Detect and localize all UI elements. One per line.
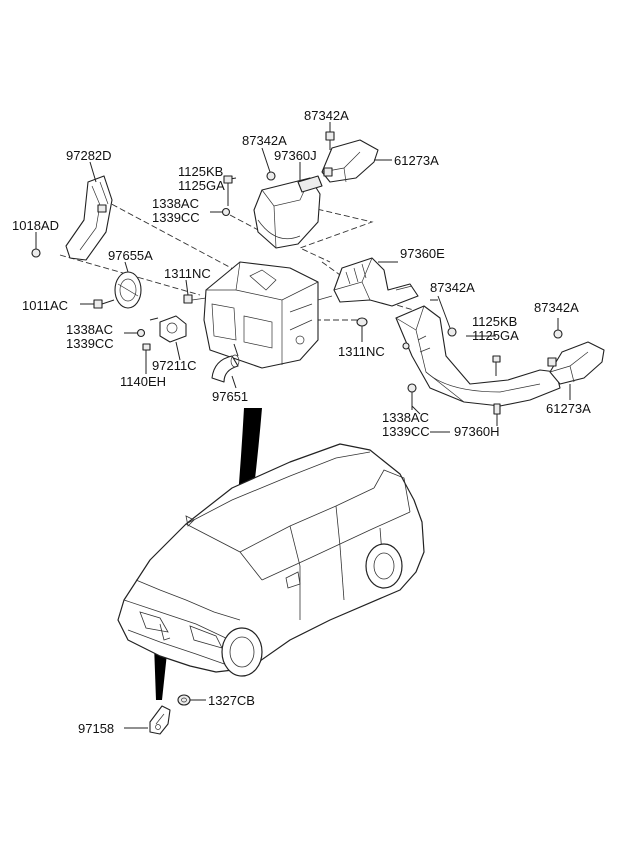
label-1311NC-a: 1311NC <box>164 266 211 281</box>
leader-97282D <box>89 161 97 183</box>
label-97655A: 97655A <box>108 248 153 263</box>
clip-1311NC-right <box>356 317 368 342</box>
nut-1338AC-a <box>210 207 231 217</box>
label-97651: 97651 <box>212 389 248 404</box>
label-1125KB-b: 1125KB <box>472 314 517 329</box>
label-97360H: 97360H <box>454 424 500 439</box>
bracket-97158 <box>124 705 171 735</box>
duct-97360J <box>253 175 323 249</box>
clip-1311NC-left <box>183 279 193 304</box>
nut-1327CB <box>177 694 206 706</box>
screw-87342A-a <box>261 147 276 181</box>
label-97211C: 97211C <box>152 358 197 373</box>
screw-87342A-r1 <box>437 295 457 337</box>
label-1125GA-b: 1125GA <box>472 328 519 343</box>
actuator-97211C <box>149 315 187 361</box>
label-1339CC-b: 1339CC <box>66 336 114 351</box>
label-97360E: 97360E <box>400 246 445 261</box>
label-1338AC-a: 1338AC <box>152 196 199 211</box>
screw-1125KB-b <box>466 335 501 426</box>
label-87342A-mid: 87342A <box>242 133 287 148</box>
label-87342A-r2: 87342A <box>534 300 579 315</box>
label-87342A-r1: 87342A <box>430 280 475 295</box>
duct-97360H <box>395 305 561 407</box>
disc-97655A <box>114 261 142 309</box>
screw-1011AC <box>80 299 115 309</box>
label-61273A-top: 61273A <box>394 153 439 168</box>
label-1338AC-b: 1338AC <box>66 322 113 337</box>
screw-87342A-r2 <box>553 318 563 339</box>
leader-lines <box>231 299 450 433</box>
label-1339CC-a: 1339CC <box>152 210 200 225</box>
label-97360J: 97360J <box>274 148 317 163</box>
label-1311NC-b: 1311NC <box>338 344 385 359</box>
label-87342A-top: 87342A <box>304 108 349 123</box>
label-1125GA-a: 1125GA <box>178 178 225 193</box>
label-1018AD: 1018AD <box>12 218 59 233</box>
vehicle-suv <box>117 443 425 677</box>
label-97158: 97158 <box>78 721 114 736</box>
label-1338AC-c: 1338AC <box>382 410 429 425</box>
hose-97651 <box>211 354 240 383</box>
bracket-61273A-bottom <box>547 341 605 385</box>
label-61273A-bottom: 61273A <box>546 401 591 416</box>
label-1011AC: 1011AC <box>22 298 68 313</box>
label-1327CB: 1327CB <box>208 693 255 708</box>
part-labels: 97282D 87342A 87342A 97360J 61273A 1125K… <box>12 108 591 736</box>
heater-unit <box>191 261 333 369</box>
label-1339CC-c: 1339CC <box>382 424 430 439</box>
duct-97360E <box>333 257 419 307</box>
nut-1018AD <box>31 232 41 258</box>
duct-97282D <box>65 175 113 261</box>
label-1125KB-a: 1125KB <box>178 164 223 179</box>
screw-1125KB-a <box>223 175 237 206</box>
label-97282D: 97282D <box>66 148 112 163</box>
bracket-61273A-top <box>321 139 379 183</box>
label-1140EH: 1140EH <box>120 374 166 389</box>
nut-1338AC-c <box>407 383 417 410</box>
nut-1338AC-left <box>124 328 146 338</box>
screw-87342A-top <box>325 122 335 150</box>
screw-1140EH <box>142 343 151 374</box>
